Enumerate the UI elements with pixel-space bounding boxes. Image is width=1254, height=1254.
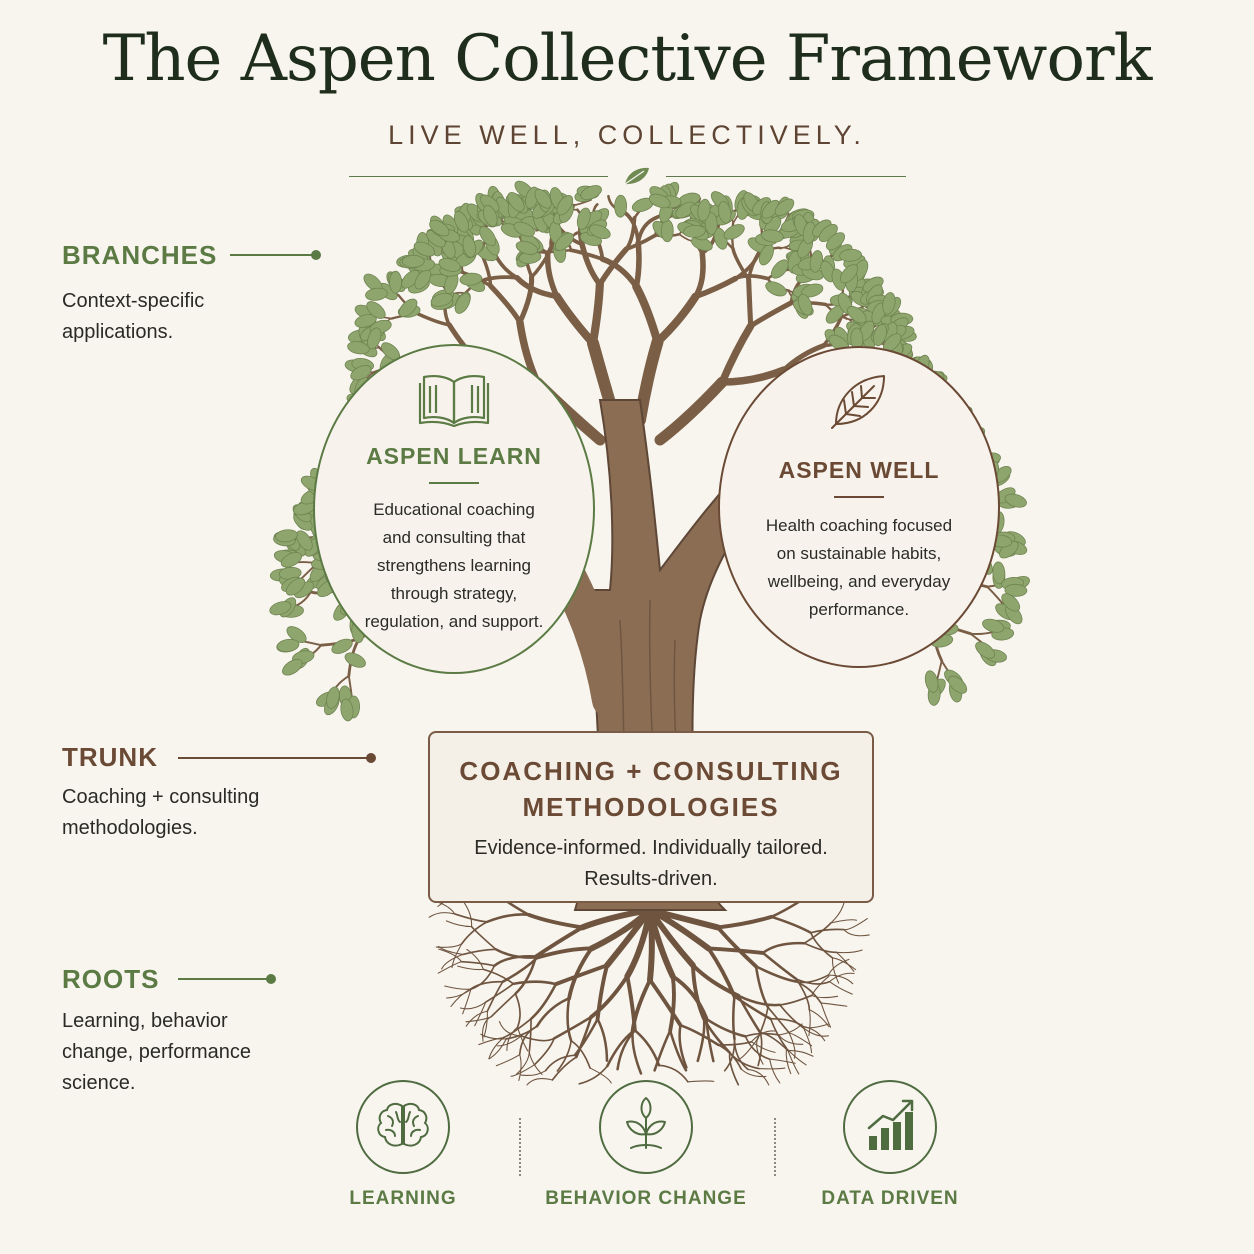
divider-leaf-icon <box>624 167 649 185</box>
data-driven-icon-circle <box>843 1080 937 1174</box>
trunk-title: COACHING + CONSULTING METHODOLOGIES <box>459 756 843 822</box>
trunk-methodologies-box: COACHING + CONSULTING METHODOLOGIES Evid… <box>428 731 874 903</box>
rising-bar-chart-icon <box>867 1099 914 1150</box>
separator-dots-1 <box>519 1118 521 1176</box>
aspen-well-title-underline <box>834 496 884 498</box>
branches-connector <box>230 254 314 256</box>
brain-icon <box>377 1102 429 1147</box>
trunk-dot <box>366 753 376 763</box>
aspen-learn-title: ASPEN LEARN <box>366 443 542 469</box>
separator-dots-2 <box>774 1118 776 1176</box>
aspen-learn-card: ASPEN LEARN Educational coaching and con… <box>313 344 595 674</box>
behavior-change-label: BEHAVIOR CHANGE <box>545 1188 747 1209</box>
open-book-icon <box>418 374 490 428</box>
trunk-description: Coaching + consulting methodologies. <box>62 786 260 839</box>
leaf-icon <box>831 375 885 429</box>
tagline: LIVE WELL, COLLECTIVELY. <box>388 120 866 150</box>
trunk-connector <box>178 757 370 759</box>
aspen-learn-title-underline <box>429 482 479 484</box>
behavior-change-icon-circle <box>599 1080 693 1174</box>
divider-left <box>349 176 608 177</box>
roots-dot <box>266 974 276 984</box>
aspen-well-description: Health coaching focused on sustainable h… <box>765 516 953 619</box>
roots-description: Learning, behavior change, performance s… <box>62 1010 252 1094</box>
aspen-well-card: ASPEN WELL Health coaching focused on su… <box>718 346 1000 668</box>
divider-right <box>666 176 906 177</box>
aspen-learn-description: Educational coaching and consulting that… <box>364 500 544 631</box>
roots-connector <box>178 978 270 980</box>
page-title: The Aspen Collective Framework <box>102 22 1153 96</box>
branches-dot <box>311 250 321 260</box>
branches-description: Context-specific applications. <box>62 290 205 343</box>
aspen-well-title: ASPEN WELL <box>778 457 940 483</box>
learning-label: LEARNING <box>349 1188 457 1209</box>
learning-icon-circle <box>356 1080 450 1174</box>
branches-heading: BRANCHES <box>62 240 218 270</box>
trunk-heading: TRUNK <box>62 742 158 772</box>
trunk-description: Evidence-informed. Individually tailored… <box>474 837 828 890</box>
roots-heading: ROOTS <box>62 964 160 994</box>
sprout-icon <box>626 1097 666 1149</box>
data-driven-label: DATA DRIVEN <box>821 1188 959 1209</box>
